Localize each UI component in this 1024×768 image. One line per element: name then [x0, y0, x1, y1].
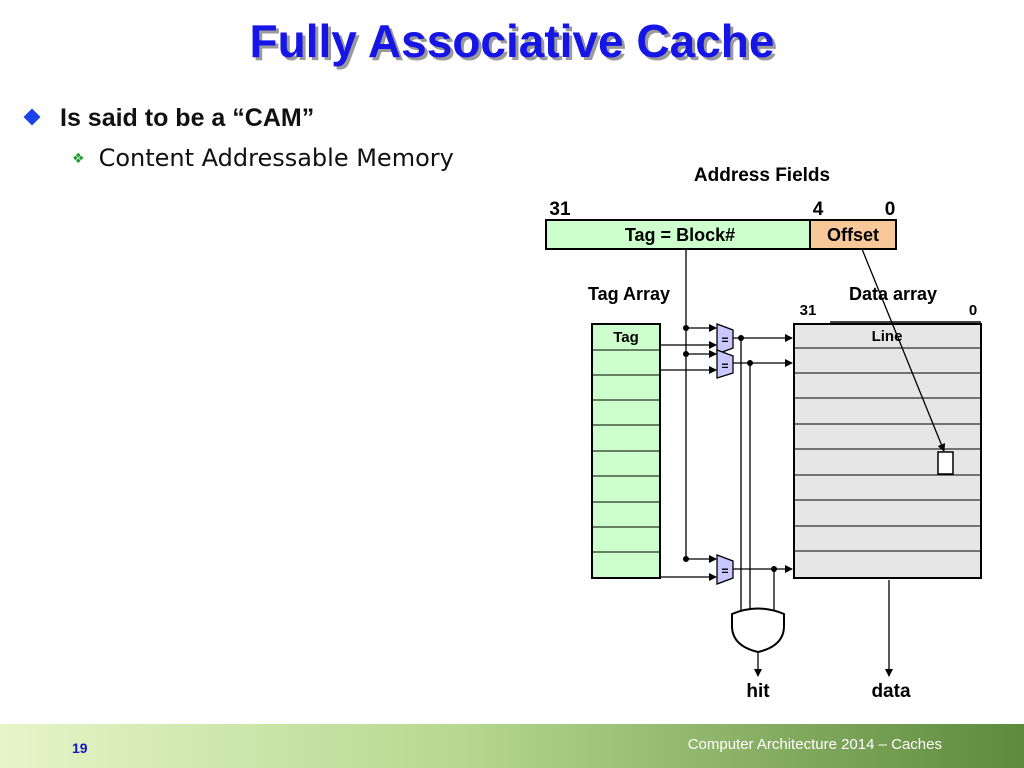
- tag-column-header: Tag: [613, 329, 639, 346]
- data-bit-31: 31: [800, 302, 817, 319]
- address-bit-31: 31: [549, 199, 571, 220]
- slide-footer: 19 Computer Architecture 2014 – Caches: [0, 724, 1024, 768]
- comparator-2: =: [716, 349, 734, 379]
- data-array: [793, 321, 982, 579]
- svg-text:=: =: [721, 564, 728, 578]
- bullet-level1: Is said to be a “CAM”: [22, 104, 314, 133]
- offset-field-label: Offset: [827, 225, 879, 245]
- selected-byte-cell: [937, 451, 954, 475]
- cache-diagram: Address Fields 31 4 0 Tag = Block# Offse…: [545, 165, 982, 702]
- green-quad-diamond-bullet-icon: ❖: [72, 151, 85, 167]
- or-gate-icon: [731, 607, 785, 654]
- bullet-level2: ❖ Content Addressable Memory: [72, 144, 454, 172]
- offset-field-box: [809, 219, 897, 250]
- bus-junction-dots: [683, 325, 689, 562]
- address-fields-label: Address Fields: [694, 165, 830, 186]
- hit-label: hit: [746, 681, 770, 702]
- line-column-header: Line: [872, 328, 903, 345]
- address-bit-0: 0: [885, 199, 896, 220]
- svg-text:=: =: [721, 359, 728, 373]
- tag-field-box: [545, 219, 811, 250]
- comparator-1: =: [716, 323, 734, 355]
- comparator-output-wires: [733, 334, 793, 614]
- data-bit-0: 0: [969, 302, 977, 319]
- tag-array-label: Tag Array: [588, 284, 670, 304]
- tag-field-label: Tag = Block#: [625, 225, 735, 245]
- tag-array: [591, 323, 661, 579]
- data-output-label: data: [871, 681, 911, 702]
- slide-title: Fully Associative Cache: [249, 15, 775, 67]
- svg-text:=: =: [721, 333, 728, 347]
- page-number: 19: [72, 740, 88, 756]
- output-junction-dots: [738, 335, 777, 572]
- address-bit-4: 4: [813, 199, 824, 220]
- bullet-text-cam: Is said to be a “CAM”: [60, 104, 315, 132]
- data-array-label: Data array: [849, 284, 937, 304]
- course-title: Computer Architecture 2014 – Caches: [687, 736, 942, 753]
- tag-compare-bus: [660, 249, 717, 581]
- offset-select-arrow: [861, 248, 946, 452]
- comparator-n: =: [716, 554, 734, 585]
- bullet-text-cam-expansion: Content Addressable Memory: [98, 144, 454, 172]
